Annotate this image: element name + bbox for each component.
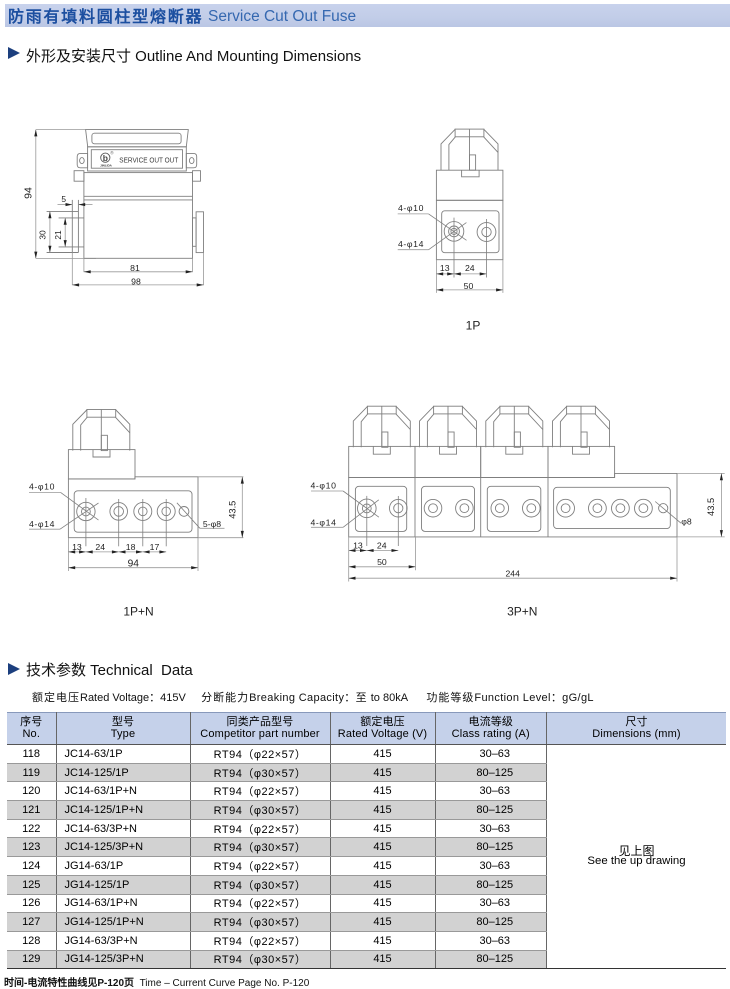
svg-text:24: 24 [95, 542, 105, 552]
svg-text:13: 13 [72, 542, 82, 552]
svg-text:4-φ10: 4-φ10 [29, 481, 55, 491]
svg-text:®: ® [110, 149, 114, 155]
svg-text:4-φ14: 4-φ14 [29, 519, 55, 529]
svg-text:13: 13 [440, 263, 450, 273]
svg-text:5-φ8: 5-φ8 [203, 519, 221, 529]
svg-text:4-φ14: 4-φ14 [310, 517, 336, 527]
svg-text:18: 18 [126, 542, 136, 552]
svg-text:φ8: φ8 [681, 517, 692, 527]
svg-text:21: 21 [53, 230, 63, 240]
svg-text:SERVICE OUT OUT: SERVICE OUT OUT [119, 155, 178, 164]
svg-text:5: 5 [61, 194, 66, 204]
svg-text:24: 24 [377, 540, 387, 550]
svg-text:81: 81 [130, 263, 140, 273]
svg-text:13: 13 [353, 540, 363, 550]
svg-text:43.5: 43.5 [706, 498, 716, 516]
svg-text:30: 30 [37, 230, 47, 240]
svg-text:43.5: 43.5 [227, 501, 237, 519]
svg-text:1P: 1P [466, 319, 481, 333]
svg-text:94: 94 [128, 559, 140, 570]
svg-text:JINLIDA: JINLIDA [100, 164, 113, 168]
svg-text:3P+N: 3P+N [507, 605, 537, 619]
svg-text:4-φ14: 4-φ14 [398, 239, 424, 249]
svg-text:94: 94 [22, 187, 34, 199]
svg-text:244: 244 [506, 569, 521, 579]
svg-text:b: b [103, 153, 108, 163]
svg-text:4-φ10: 4-φ10 [398, 203, 424, 213]
svg-text:98: 98 [131, 276, 141, 286]
svg-text:17: 17 [150, 542, 160, 552]
svg-text:1P+N: 1P+N [123, 605, 153, 619]
svg-text:50: 50 [377, 557, 387, 567]
svg-text:4-φ10: 4-φ10 [310, 480, 336, 490]
svg-text:24: 24 [465, 263, 475, 273]
svg-text:50: 50 [464, 281, 474, 291]
